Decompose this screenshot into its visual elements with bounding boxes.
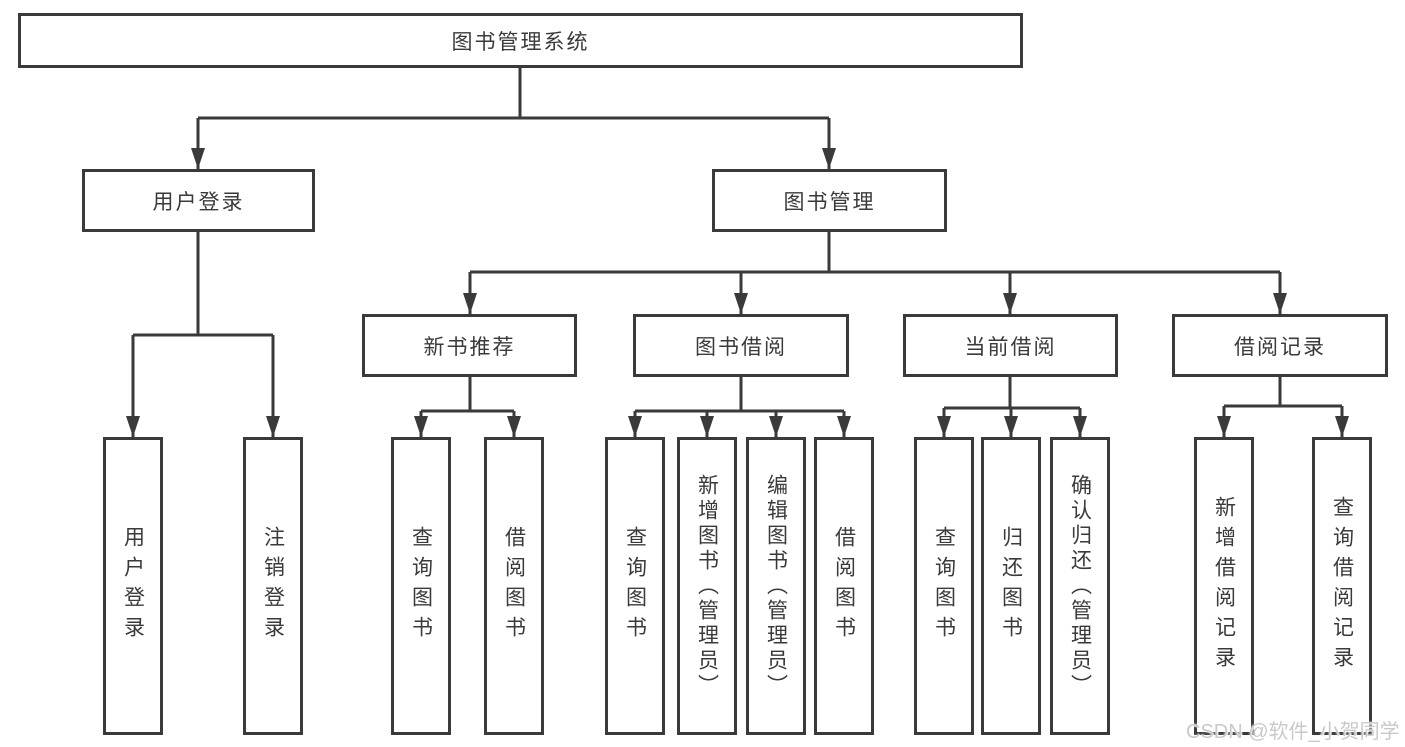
node-label: 用户登录: [152, 190, 245, 214]
leaf-add-books-admin: 新增图书（管理员）: [677, 437, 737, 735]
node-book-management: 图书管理: [712, 169, 947, 232]
node-label: 查询借阅记录: [1330, 496, 1354, 676]
leaf-borrow-books-recommend: 借阅图书: [484, 437, 544, 735]
node-label: 查询图书: [932, 526, 956, 646]
leaf-add-borrow-record: 新增借阅记录: [1194, 437, 1254, 735]
node-label: 图书管理系统: [451, 30, 590, 54]
leaf-query-books-borrow: 查询图书: [605, 437, 665, 735]
node-label: 图书管理: [783, 190, 876, 214]
leaf-confirm-return-admin: 确认归还（管理员）: [1050, 437, 1110, 735]
leaf-return-books: 归还图书: [981, 437, 1041, 735]
node-label: 借阅记录: [1234, 335, 1326, 359]
node-new-book-recommend: 新书推荐: [362, 314, 577, 377]
node-label: 新书推荐: [423, 335, 516, 359]
node-label: 新增图书（管理员）: [695, 473, 719, 699]
arrowhead-icons: [126, 148, 1349, 437]
leaf-query-books-current: 查询图书: [914, 437, 974, 735]
node-label: 确认归还（管理员）: [1068, 473, 1092, 699]
leaf-user-login: 用户登录: [103, 437, 163, 735]
node-borrow-records: 借阅记录: [1172, 314, 1388, 377]
node-label: 借阅图书: [502, 526, 526, 646]
node-current-borrow: 当前借阅: [903, 314, 1118, 377]
node-label: 查询图书: [623, 526, 647, 646]
leaf-borrow-books: 借阅图书: [814, 437, 874, 735]
node-label: 新增借阅记录: [1212, 496, 1236, 676]
node-label: 查询图书: [409, 526, 433, 646]
node-book-borrow: 图书借阅: [633, 314, 849, 377]
leaf-query-borrow-record: 查询借阅记录: [1312, 437, 1372, 735]
node-label: 用户登录: [121, 526, 145, 646]
node-label: 图书借阅: [695, 335, 787, 359]
leaf-query-books-recommend: 查询图书: [391, 437, 451, 735]
node-label: 当前借阅: [964, 335, 1057, 359]
node-library-management-system: 图书管理系统: [18, 13, 1023, 68]
node-label: 注销登录: [261, 526, 285, 646]
leaf-logout: 注销登录: [243, 437, 303, 735]
leaf-edit-books-admin: 编辑图书（管理员）: [746, 437, 806, 735]
node-label: 借阅图书: [832, 526, 856, 646]
node-label: 编辑图书（管理员）: [764, 473, 788, 699]
node-user-login: 用户登录: [82, 169, 315, 232]
csdn-watermark: CSDN @软件_小贺同学: [1186, 721, 1400, 743]
node-label: 归还图书: [999, 526, 1023, 646]
